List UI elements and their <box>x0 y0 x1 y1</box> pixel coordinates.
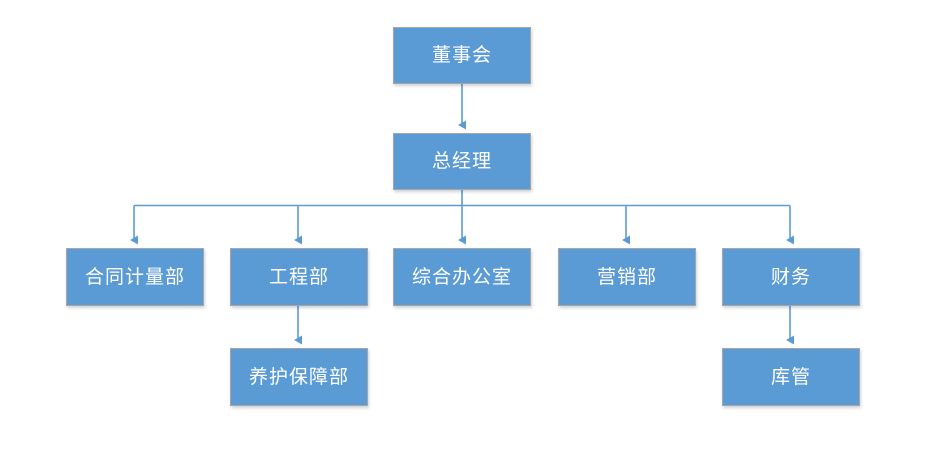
org-node-board[interactable]: 董事会 <box>393 27 531 84</box>
org-node-label: 养护保障部 <box>248 366 349 388</box>
org-node-general-manager[interactable]: 总经理 <box>393 133 531 190</box>
org-node-label: 库管 <box>770 366 811 388</box>
org-node-engineering[interactable]: 工程部 <box>230 248 368 306</box>
org-node-label: 营销部 <box>596 266 657 288</box>
org-node-label: 董事会 <box>431 45 492 66</box>
org-node-label: 综合办公室 <box>411 266 512 288</box>
org-node-warehouse[interactable]: 库管 <box>722 348 860 406</box>
org-node-general-office[interactable]: 综合办公室 <box>393 248 531 306</box>
org-node-label: 财务 <box>770 266 811 288</box>
org-node-label: 工程部 <box>268 266 329 288</box>
org-node-label: 总经理 <box>431 151 492 172</box>
org-node-maintenance-support[interactable]: 养护保障部 <box>230 348 368 406</box>
org-node-label: 合同计量部 <box>84 266 185 288</box>
org-node-finance[interactable]: 财务 <box>722 248 860 306</box>
org-node-marketing[interactable]: 营销部 <box>558 248 696 306</box>
org-node-contract-measurement[interactable]: 合同计量部 <box>66 248 204 306</box>
